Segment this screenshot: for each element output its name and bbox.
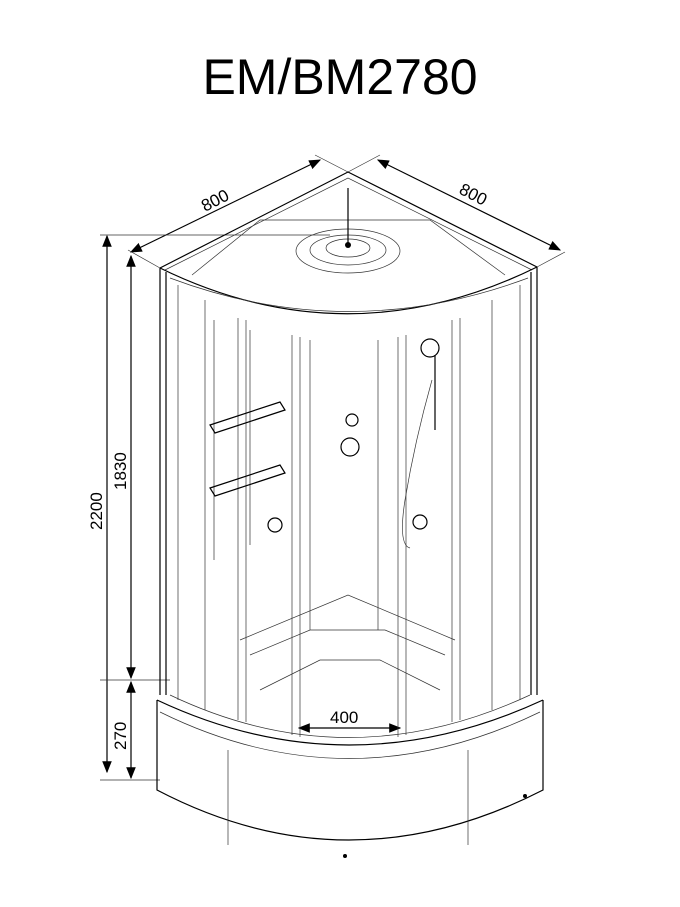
- dim-cabin-height: 1830: [111, 452, 130, 490]
- rain-shower-icon: [345, 242, 351, 248]
- shower-tray: [156, 659, 544, 858]
- body-jets: [267, 413, 428, 533]
- dim-tray-height: 270: [111, 722, 130, 750]
- dim-width-left: 800: [198, 186, 232, 216]
- model-title: EM/BM2780: [202, 49, 478, 105]
- dimension-lines: [100, 154, 566, 781]
- cabin-roof: [159, 171, 538, 315]
- dim-width-right: 800: [456, 180, 490, 210]
- dim-door-opening: 400: [330, 708, 358, 727]
- dim-total-height: 2200: [87, 492, 106, 530]
- cabin-frame: [159, 267, 538, 737]
- shelves: [209, 401, 286, 497]
- hand-shower: [402, 338, 440, 549]
